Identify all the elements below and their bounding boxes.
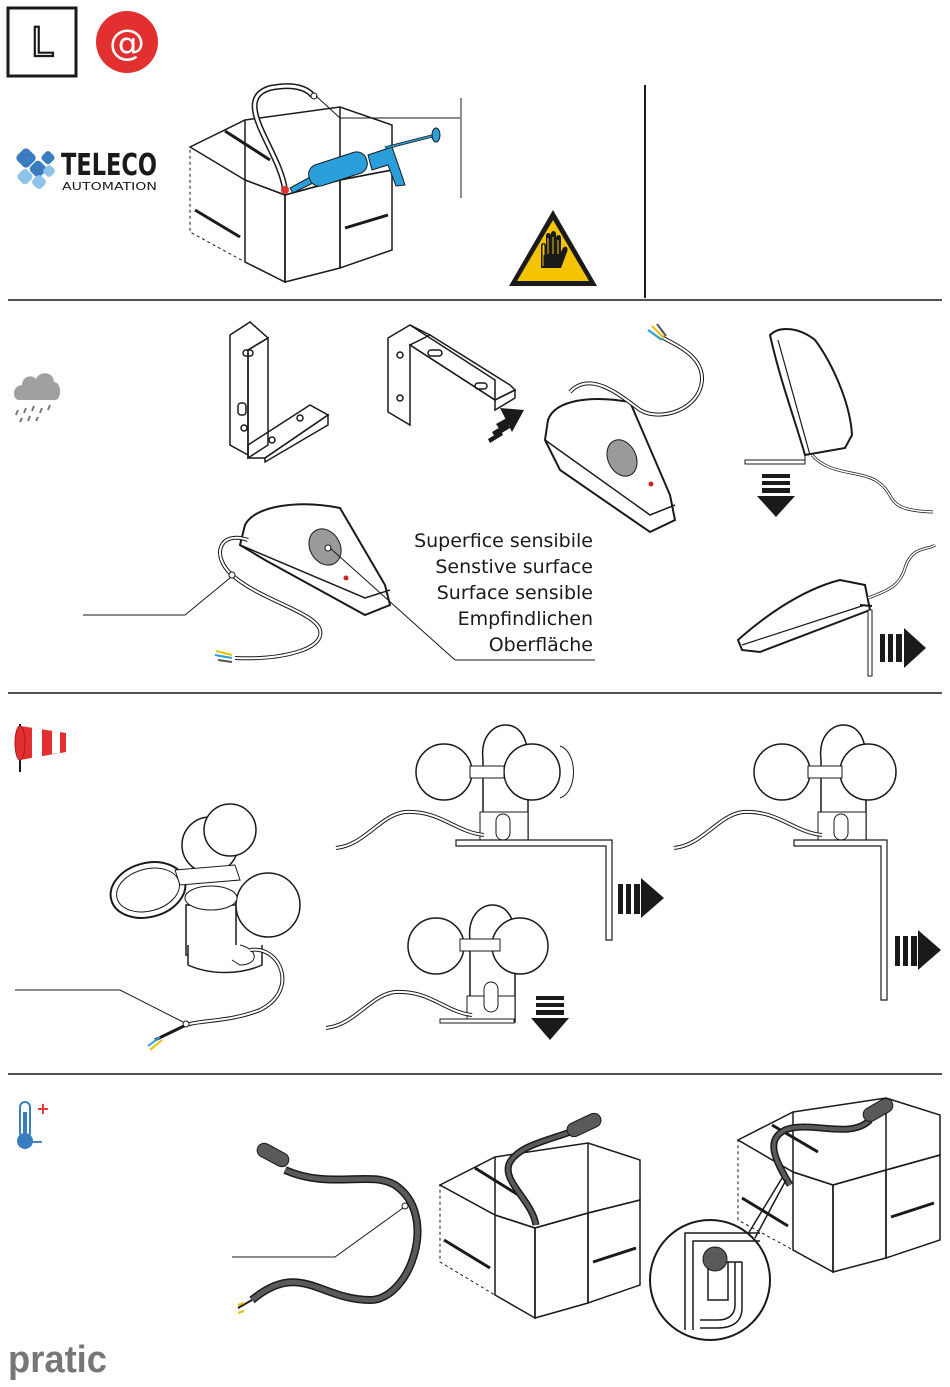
label-en: Senstive surface — [435, 556, 593, 578]
teleco-logo-mark-icon — [15, 147, 56, 191]
pratic-brand: pratic — [8, 1339, 107, 1381]
box-with-probe-detail-illustration — [738, 1096, 940, 1272]
label-fr: Surface sensible — [437, 582, 593, 604]
label-de-1: Empfindlichen — [458, 608, 593, 630]
box-with-sealant-illustration — [190, 86, 461, 282]
language-badge: L — [8, 8, 76, 76]
thermometer-icon: + − — [17, 1099, 50, 1151]
mounting-bracket-illustration — [230, 322, 328, 462]
language-badge-letter: L — [31, 20, 54, 66]
label-it: Superfice sensibile — [414, 530, 593, 552]
at-badge: @ — [96, 11, 158, 73]
temperature-probe-illustration — [232, 1141, 417, 1313]
anemometer-vertical-mount — [326, 905, 548, 1028]
teleco-logo-name: TELECO — [61, 148, 157, 183]
bracket-assembly-illustration — [388, 325, 515, 425]
right-arrow-icon — [618, 878, 664, 918]
sealant-gun-icon — [290, 128, 440, 193]
at-badge-symbol: @ — [109, 23, 145, 64]
rain-cloud-icon — [14, 373, 60, 422]
box-with-probe-illustration — [440, 1111, 640, 1318]
windsock-icon — [15, 724, 66, 772]
teleco-logo-sub: AUTOMATION — [62, 180, 157, 193]
anemometer-horizontal-mount — [336, 725, 612, 940]
anemometer-illustration — [15, 804, 300, 1050]
right-arrow-icon — [895, 930, 941, 970]
anemometer-wall-mount — [674, 725, 896, 1000]
sensitive-surface-labels: Superfice sensibile Senstive surface Sur… — [414, 530, 593, 656]
rain-sensor-illustration — [545, 324, 702, 532]
insert-arrow-icon — [488, 408, 524, 443]
teleco-logo: TELECO AUTOMATION — [15, 147, 157, 193]
thermometer-minus-sign: − — [30, 1132, 43, 1151]
warning-hand-icon — [509, 210, 597, 286]
down-arrow-icon — [531, 996, 569, 1040]
label-de-2: Oberfläche — [489, 634, 593, 656]
zoom-detail-circle — [650, 1220, 770, 1340]
right-arrow-icon — [880, 628, 926, 668]
down-arrow-icon — [757, 474, 795, 517]
thermometer-plus-sign: + — [36, 1099, 49, 1118]
